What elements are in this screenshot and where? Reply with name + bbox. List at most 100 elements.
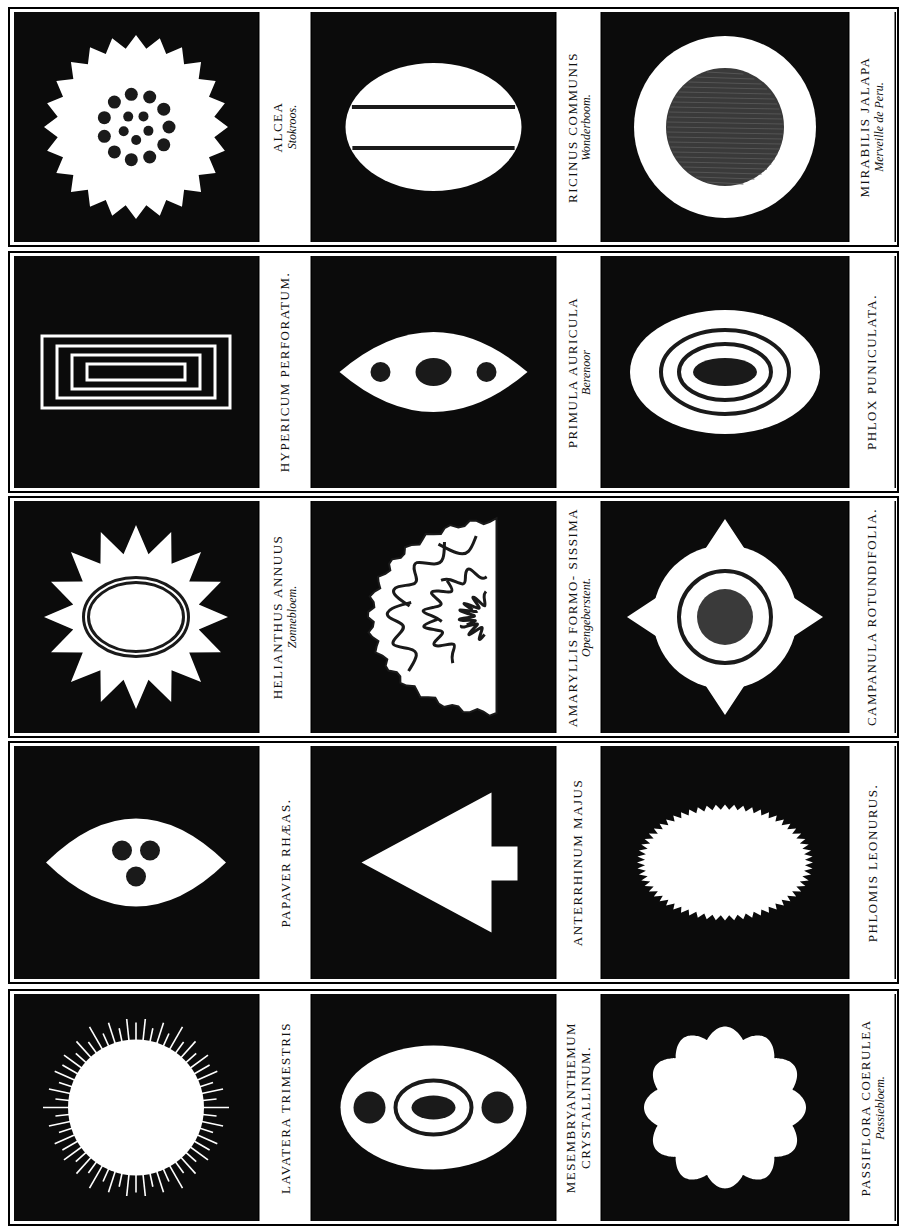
species-name: CAMPANULA ROTUNDIFOLIA. — [865, 508, 879, 726]
hatch-line — [673, 152, 778, 154]
hatch-line — [671, 147, 780, 149]
ring — [679, 571, 771, 663]
label-band: HYPERICUM PERFORATUM. — [258, 256, 312, 488]
amaryllis-grain — [368, 518, 497, 716]
species-name: MIRABILIS JALAPA — [858, 57, 872, 198]
rotated-label: PHLOX PUNICULATA. — [851, 261, 893, 483]
label-band: CAMPANULA ROTUNDIFOLIA. — [848, 501, 896, 733]
species-name: RICINUS COMMUNIS — [565, 52, 579, 203]
hatched-core — [666, 68, 784, 186]
core — [693, 358, 757, 386]
squiggle — [423, 581, 452, 622]
hatch-line — [667, 132, 783, 134]
label-content: PHLOX PUNICULATA. — [865, 294, 879, 450]
ring — [661, 330, 789, 414]
black-panel — [602, 256, 848, 488]
black-panel — [312, 256, 555, 488]
black-panel — [14, 256, 258, 488]
label-content: PASSIFLORA COERULEAPassiebloem. — [858, 1019, 885, 1196]
label-content: ANTERRHINUM MAJUS — [571, 779, 585, 946]
rotated-label: RICINUS COMMUNISWonderboom. — [558, 17, 599, 237]
hatch-line — [696, 77, 755, 79]
label-band: PAPAVER RHÆAS. — [258, 746, 312, 979]
rotated-label: LAVATERA TRIMESTRIS — [261, 999, 309, 1216]
pore-dot — [157, 138, 170, 151]
rotated-label: PRIMULA AURICULABerenoor — [558, 261, 599, 483]
label-band: HELIANTHUS ANNUUSZonnebloem. — [258, 501, 312, 733]
black-panel — [602, 501, 848, 733]
black-panel — [14, 501, 258, 733]
papaver-grain — [46, 819, 226, 907]
pore-dot — [126, 867, 146, 887]
passiflora-grain — [644, 1027, 806, 1189]
antirrhinum-grain — [362, 793, 518, 933]
label-band: AMARYLLIS FORMO- SISSIMAOpengeberstent. — [555, 501, 602, 733]
dutch-name: Berenoor — [579, 296, 592, 448]
pore-dot — [108, 145, 121, 158]
ring — [679, 344, 771, 400]
rotated-label: ANTERRHINUM MAJUS — [558, 751, 599, 974]
alcea-grain — [44, 35, 228, 219]
black-panel — [312, 501, 555, 733]
pore-dot — [131, 135, 141, 145]
squiggle — [459, 610, 477, 625]
pore-dot — [416, 358, 452, 386]
hatch-line — [696, 177, 755, 179]
hatch-line — [683, 167, 767, 169]
pore-dot — [143, 90, 156, 103]
species-name: ANTERRHINUM MAJUS — [571, 779, 585, 946]
pore-dot — [140, 841, 160, 861]
label-band: MIRABILIS JALAPAMerveille de Peru. — [848, 12, 896, 242]
row-frame — [9, 8, 898, 246]
row-frame — [9, 497, 898, 737]
lavatera-grain — [68, 1040, 204, 1176]
pore-dot — [371, 362, 391, 382]
hatch-line — [679, 162, 771, 164]
label-band: RICINUS COMMUNISWonderboom. — [555, 12, 602, 242]
label-band: ALCEAStokroos. — [258, 12, 312, 242]
pore-dot — [123, 112, 133, 122]
hypericum-rect — [57, 346, 215, 398]
species-name: PHLOX PUNICULATA. — [865, 294, 879, 450]
squiggle — [461, 624, 484, 640]
species-name: LAVATERA TRIMESTRIS — [278, 1022, 292, 1194]
hatch-line — [675, 157, 774, 159]
pore-dot — [119, 126, 129, 136]
rotated-label: PASSIFLORA COERULEAPassiebloem. — [851, 999, 893, 1216]
label-content: RICINUS COMMUNISWonderboom. — [565, 52, 592, 203]
ring — [86, 580, 186, 654]
campanula-points — [627, 519, 823, 715]
label-band: PHLOMIS LEONURUS. — [848, 746, 896, 979]
black-panel — [312, 746, 555, 979]
hatch-line — [707, 72, 744, 74]
hatch-line — [688, 82, 761, 84]
hatch-line — [668, 137, 782, 139]
black-panel — [14, 746, 258, 979]
hatch-line — [669, 142, 781, 144]
pore-dot — [477, 362, 497, 382]
black-panel — [602, 994, 848, 1221]
hatch-line — [671, 107, 780, 109]
pore-dot — [125, 88, 138, 101]
mesembryanthemum-grain — [341, 1046, 527, 1170]
species-name: PRIMULA AURICULA — [565, 296, 579, 448]
black-panel — [602, 746, 848, 979]
pore-dot — [108, 96, 121, 109]
species-name: ALCEA — [271, 102, 285, 153]
rotated-label: MIRABILIS JALAPAMerveille de Peru. — [851, 17, 893, 237]
pore-dot — [112, 841, 132, 861]
pore-dot — [157, 103, 170, 116]
rotated-label: HELIANTHUS ANNUUSZonnebloem. — [261, 506, 309, 728]
core — [412, 1096, 456, 1120]
pore-dot — [138, 111, 148, 121]
squiggle — [438, 536, 476, 554]
pore-dot — [125, 153, 138, 166]
pore-dot — [143, 126, 153, 136]
row-frame — [9, 252, 898, 492]
label-band: PRIMULA AURICULABerenoor — [555, 256, 602, 488]
label-band: LAVATERA TRIMESTRIS — [258, 994, 312, 1221]
squiggle — [394, 542, 445, 606]
rotated-label: PHLOMIS LEONURUS. — [851, 751, 893, 974]
dutch-name: Merveille de Peru. — [873, 57, 886, 198]
